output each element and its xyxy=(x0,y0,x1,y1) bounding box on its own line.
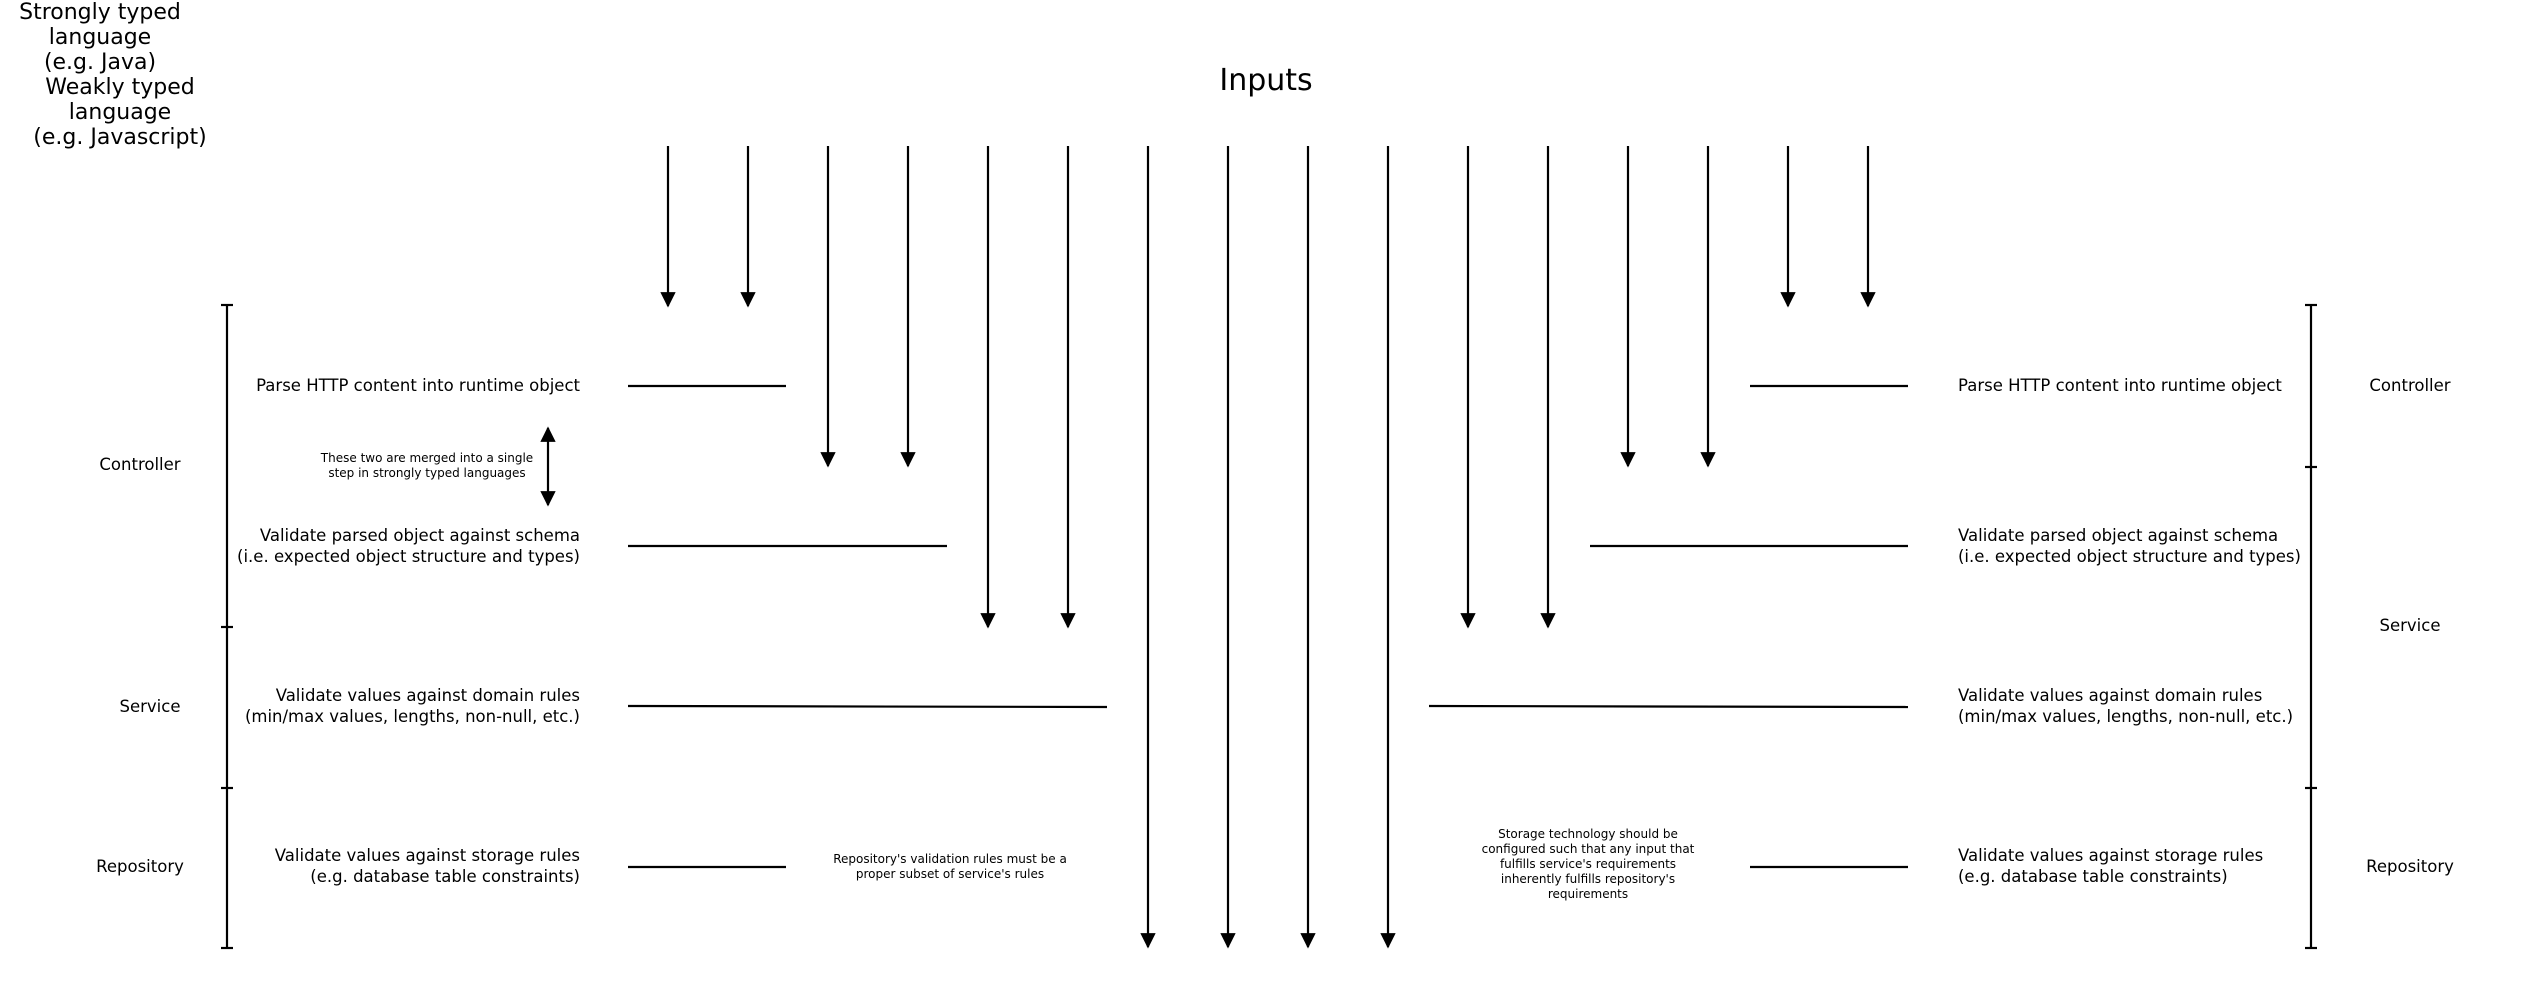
right-step-validate-domain-line2: (min/max values, lengths, non-null, etc.… xyxy=(1958,706,2294,726)
left-step-validate-schema: Validate parsed object against schema (i… xyxy=(180,526,580,567)
right-step-validate-schema-line2: (i.e. expected object structure and type… xyxy=(1958,546,2301,566)
left-layer-controller: Controller xyxy=(99,455,181,474)
right-step-validate-domain-line1: Validate values against domain rules xyxy=(1958,686,2263,705)
right-domain-line xyxy=(1428,704,1909,709)
left-step-validate-schema-line1: Validate parsed object against schema xyxy=(259,526,580,545)
right-layer-controller: Controller xyxy=(2369,376,2451,395)
left-step-validate-domain: Validate values against domain rules (mi… xyxy=(180,686,580,727)
left-step-validate-storage-line2: (e.g. database table constraints) xyxy=(310,866,580,886)
right-layer-service: Service xyxy=(2379,616,2441,635)
right-step-parse: Parse HTTP content into runtime object xyxy=(1958,376,2282,395)
left-layer-service: Service xyxy=(119,697,181,716)
left-step-validate-domain-line2: (min/max values, lengths, non-null, etc.… xyxy=(244,706,580,726)
right-language-line1: Weakly typed xyxy=(45,75,195,100)
left-step-validate-domain-line1: Validate values against domain rules xyxy=(275,686,580,705)
left-language-line3: (e.g. Java) xyxy=(43,50,157,75)
left-step-validate-storage: Validate values against storage rules (e… xyxy=(180,846,580,887)
diagram-title: Inputs xyxy=(1219,63,1313,98)
left-step-validate-schema-line2: (i.e. expected object structure and type… xyxy=(237,546,580,566)
note-storage-technology: Storage technology should be configured … xyxy=(1481,827,1695,901)
left-language-line1: Strongly typed xyxy=(19,0,181,25)
note-merged-steps: These two are merged into a single step … xyxy=(320,451,534,480)
right-step-validate-domain: Validate values against domain rules (mi… xyxy=(1958,686,2338,727)
left-step-validate-storage-line1: Validate values against storage rules xyxy=(274,846,580,865)
right-step-validate-storage: Validate values against storage rules (e… xyxy=(1958,846,2338,887)
left-step-parse: Parse HTTP content into runtime object xyxy=(256,376,580,395)
left-language-line2: language xyxy=(48,25,152,50)
left-language-heading: Strongly typed language (e.g. Java) xyxy=(0,0,200,75)
left-domain-line xyxy=(627,704,1108,709)
right-language-line2: language xyxy=(68,100,172,125)
right-step-validate-schema-line1: Validate parsed object against schema xyxy=(1958,526,2279,545)
right-step-validate-schema: Validate parsed object against schema (i… xyxy=(1958,526,2338,567)
left-layer-repository: Repository xyxy=(96,857,184,876)
right-language-heading: Weakly typed language (e.g. Javascript) xyxy=(0,75,240,150)
right-language-line3: (e.g. Javascript) xyxy=(33,125,207,150)
right-step-validate-storage-line1: Validate values against storage rules xyxy=(1958,846,2264,865)
right-layer-repository: Repository xyxy=(2366,857,2454,876)
right-step-validate-storage-line2: (e.g. database table constraints) xyxy=(1958,866,2228,886)
note-repository-subset: Repository's validation rules must be a … xyxy=(833,852,1067,881)
